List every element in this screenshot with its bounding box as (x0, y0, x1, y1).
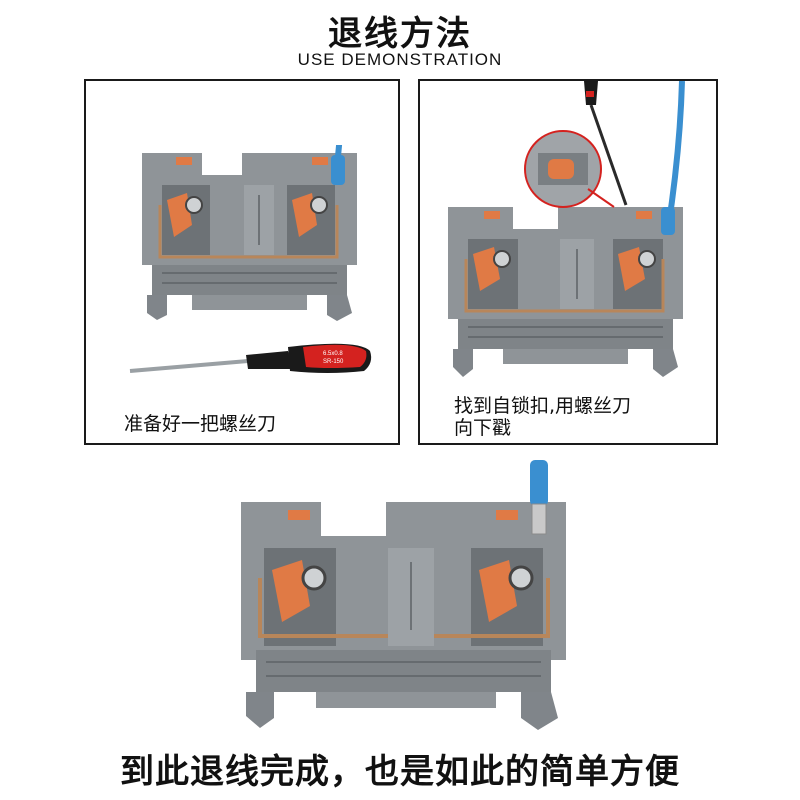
completion-text: 到此退线完成，也是如此的简单方便 (120, 752, 680, 792)
screwdriver-image (570, 81, 640, 211)
screwdriver-image: 6.5x0.8 SR-150 (128, 333, 378, 383)
page-title: 退线方法 (328, 14, 472, 54)
wire-image (652, 81, 692, 231)
page-subtitle: USE DEMONSTRATION (297, 50, 503, 69)
step-panel-2: 找到自锁扣,用螺丝刀 向下戳 (418, 79, 718, 445)
terminal-block-image (438, 199, 698, 389)
terminal-block-image (132, 145, 362, 335)
zoom-inset (518, 129, 618, 209)
terminal-block-result-image (226, 460, 586, 740)
screwdriver-label-2: SR-150 (323, 359, 344, 365)
step-2-caption-line-2: 向下戳 (454, 417, 512, 439)
screwdriver-label-1: 6.5x0.8 (323, 351, 343, 357)
step-2-caption-line-1: 找到自锁扣,用螺丝刀 (454, 395, 632, 417)
step-panel-1: 6.5x0.8 SR-150 准备好一把螺丝刀 (84, 79, 400, 445)
step-1-caption: 准备好一把螺丝刀 (124, 413, 277, 435)
step-2-caption: 找到自锁扣,用螺丝刀 向下戳 (454, 395, 704, 439)
